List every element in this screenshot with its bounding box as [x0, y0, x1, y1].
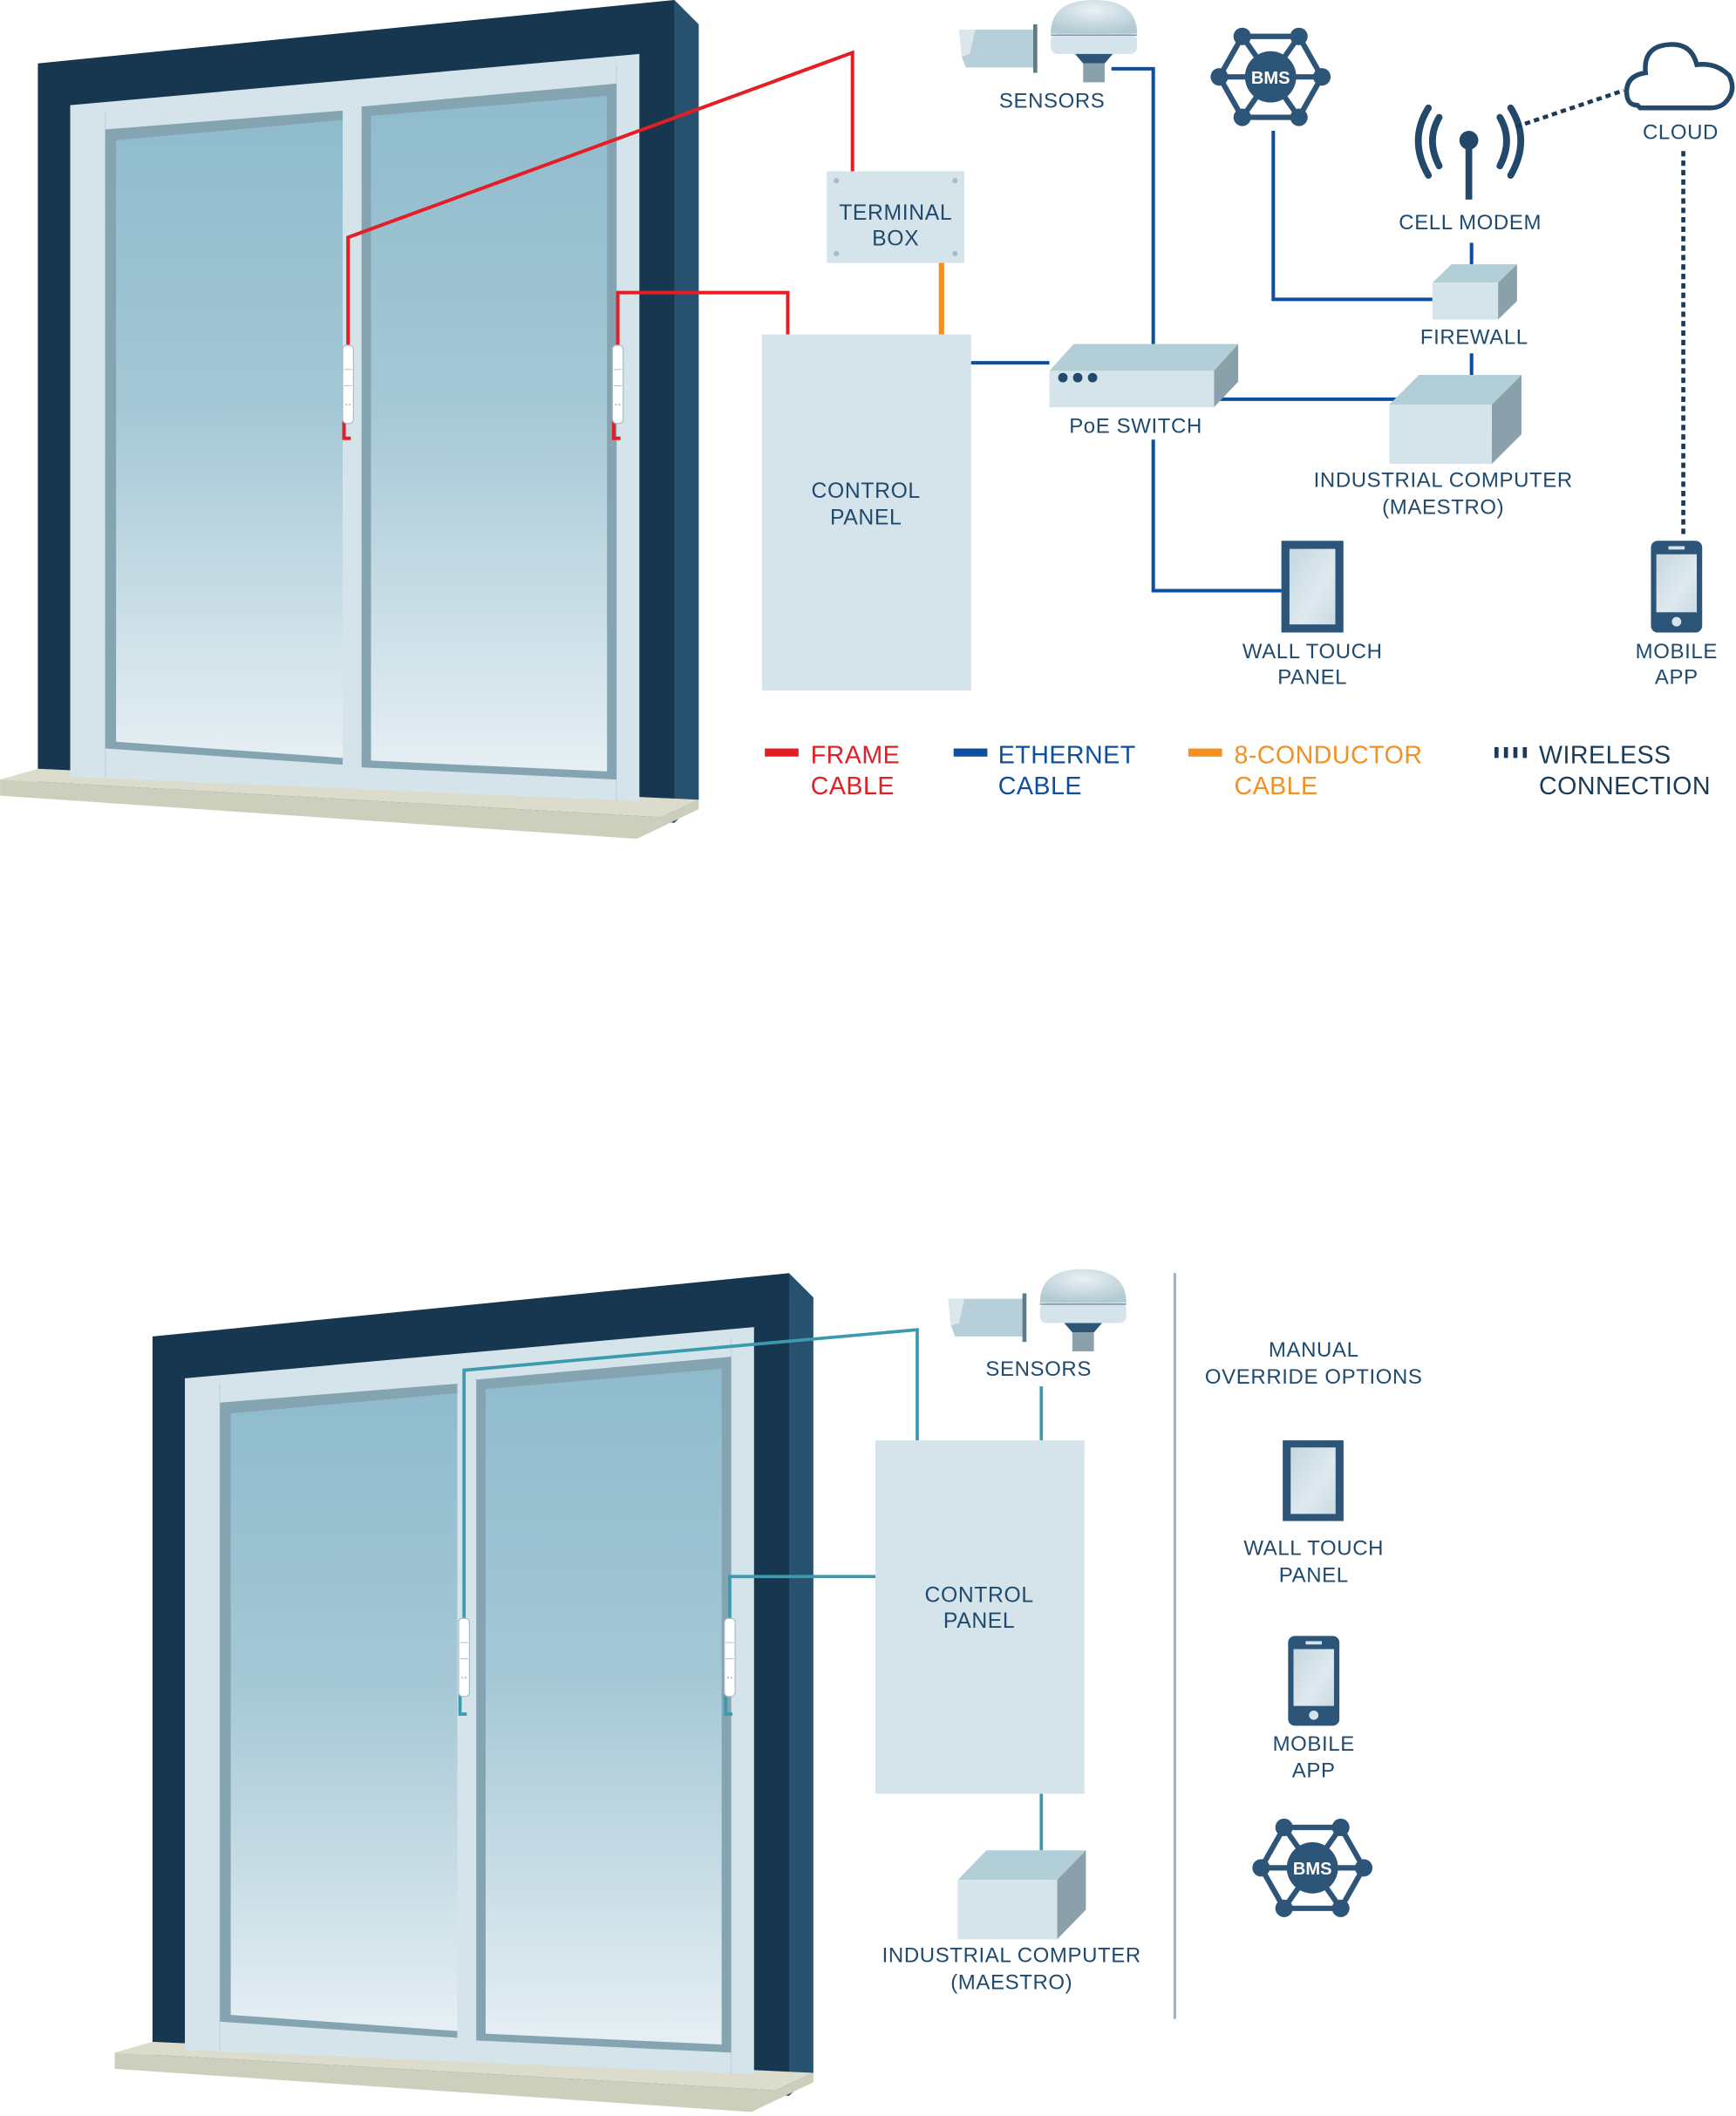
sensors-label: SENSORS — [985, 1357, 1092, 1381]
control-panel-label: PANEL — [943, 1609, 1015, 1633]
industrial-computer-label: INDUSTRIAL COMPUTER — [882, 1944, 1141, 1968]
mobile-app-label: APP — [1655, 665, 1699, 689]
legend-swatch — [765, 748, 799, 757]
window-clip-device — [458, 1617, 471, 1698]
terminal-box-label: BOX — [872, 228, 919, 251]
legend-label: CABLE — [1234, 772, 1317, 800]
wall-touch-panel-icon — [1283, 1440, 1344, 1521]
cloud-label: CLOUD — [1643, 120, 1719, 144]
terminal-box-label: TERMINAL — [839, 201, 952, 225]
wireless-connection — [1515, 88, 1685, 537]
legend-label: ETHERNET — [998, 742, 1136, 770]
firewall-label: FIREWALL — [1420, 325, 1528, 349]
industrial-computer-label: INDUSTRIAL COMPUTER — [1314, 468, 1573, 492]
poe-switch-label: PoE SWITCH — [1069, 415, 1202, 439]
industrial-computer-label: (MAESTRO) — [1382, 495, 1504, 519]
bms-icon: BMS — [1210, 28, 1331, 126]
frame-cable — [342, 50, 854, 440]
mobile-app-label: MOBILE — [1273, 1732, 1355, 1756]
legend-swatch — [1494, 746, 1528, 759]
cell-modem-icon — [1414, 104, 1525, 200]
mobile-app-label: APP — [1292, 1759, 1336, 1783]
bottom-diagram: SENSORS CONTROL PANEL INDUSTRIAL COMPUTE… — [113, 1268, 1423, 2113]
window-clip-device — [342, 344, 355, 425]
legend-label: WIRELESS — [1539, 742, 1671, 770]
manual-override-heading: OVERRIDE OPTIONS — [1205, 1365, 1423, 1389]
control-panel-label: CONTROL — [924, 1584, 1033, 1608]
mobile-app-label: MOBILE — [1636, 640, 1718, 663]
legend-label: FRAME — [811, 742, 900, 770]
frame-cable — [458, 1328, 1044, 1851]
control-panel-label: CONTROL — [812, 480, 921, 503]
cell-modem-label: CELL MODEM — [1399, 211, 1542, 235]
wall-touch-panel-label: WALL TOUCH — [1242, 640, 1383, 663]
mobile-app-icon — [1288, 1636, 1340, 1726]
sensors-label: SENSORS — [999, 90, 1106, 113]
firewall-icon — [1432, 264, 1517, 320]
wall-touch-panel-icon — [1281, 541, 1344, 633]
control-panel: CONTROL PANEL — [875, 1440, 1085, 1794]
legend-label: CONNECTION — [1539, 772, 1711, 800]
legend-item-conductor: 8-CONDUCTOR CABLE — [1188, 742, 1422, 800]
industrial-computer-label: (MAESTRO) — [950, 1971, 1072, 1995]
legend-item-wireless: WIRELESS CONNECTION — [1494, 742, 1711, 800]
sensors-icon — [958, 0, 1138, 84]
wall-touch-panel-label: PANEL — [1279, 1563, 1349, 1587]
bms-icon: BMS — [1252, 1819, 1372, 1917]
window-clip-device — [723, 1617, 736, 1698]
legend: FRAME CABLE ETHERNET CABLE 8-CONDUCTOR C… — [765, 742, 1711, 800]
legend-label: CABLE — [998, 772, 1082, 800]
bms-icon-label: BMS — [1251, 69, 1290, 88]
manual-override-heading: MANUAL — [1269, 1338, 1359, 1362]
ethernet-cable — [970, 66, 1474, 593]
legend-item-frame: FRAME CABLE — [765, 742, 900, 800]
industrial-computer-icon — [1389, 375, 1522, 465]
control-panel: CONTROL PANEL — [762, 334, 971, 691]
control-panel-label: PANEL — [830, 507, 902, 530]
wall-touch-panel-label: WALL TOUCH — [1243, 1537, 1384, 1561]
cloud-icon — [1624, 42, 1735, 111]
top-diagram: TERMINAL BOX CONTROL PANEL SENSORS — [0, 0, 1735, 840]
bms-icon-label: BMS — [1293, 1860, 1332, 1879]
sensors-icon — [947, 1268, 1127, 1352]
industrial-computer-icon — [957, 1850, 1086, 1940]
legend-swatch — [953, 748, 988, 757]
window-clip-device — [611, 344, 624, 425]
terminal-box: TERMINAL BOX — [827, 171, 965, 263]
wall-touch-panel-label: PANEL — [1277, 665, 1347, 689]
mobile-app-icon — [1651, 541, 1703, 633]
poe-switch — [1049, 344, 1239, 408]
legend-label: 8-CONDUCTOR — [1234, 742, 1422, 770]
legend-label: CABLE — [811, 772, 895, 800]
legend-item-ethernet: ETHERNET CABLE — [953, 742, 1136, 800]
legend-swatch — [1188, 748, 1222, 757]
